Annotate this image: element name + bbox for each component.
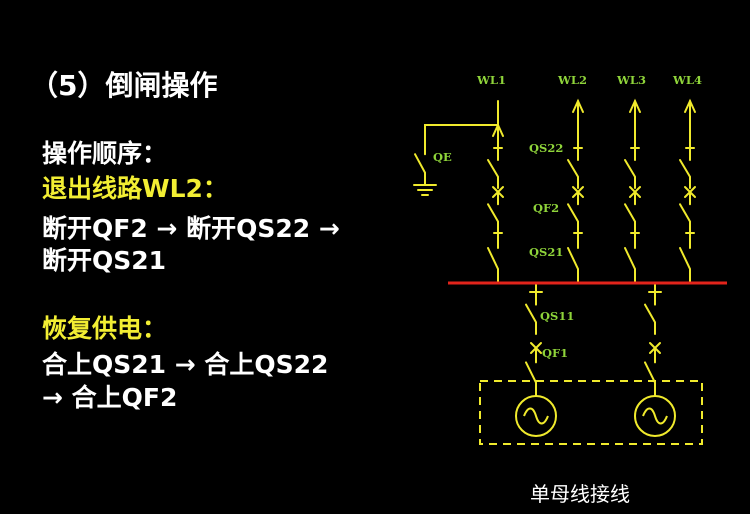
sequence-label: 操作顺序：: [42, 139, 168, 168]
qs21-label: QS21: [529, 245, 563, 259]
restore-steps-line-2: → 合上QF2: [42, 383, 178, 412]
qs11-label: QS11: [540, 309, 574, 323]
outage-label: 退出线路WL2：: [42, 174, 228, 203]
source-breaker-1: [525, 347, 537, 397]
earthing-switch: [414, 140, 426, 186]
breaker-wl4: [679, 191, 691, 234]
source-isolator-1: [525, 291, 537, 335]
earthing-switch-label: QE: [433, 150, 452, 164]
line-isolator-wl3: [624, 147, 636, 189]
restore-label: 恢复供电：: [42, 314, 168, 343]
qf2-label: QF2: [533, 201, 559, 215]
generator-enclosure: [479, 380, 703, 445]
ground-symbol: [413, 184, 437, 196]
bus-isolator-wl3: [624, 232, 636, 284]
feeder-label-wl1: WL1: [476, 73, 506, 87]
qs22-label: QS22: [529, 141, 563, 155]
heading: （5）倒闸操作: [30, 69, 218, 102]
outage-steps-line-1: 断开QF2 → 断开QS22 →: [42, 214, 340, 243]
feeder-label-wl2: WL2: [557, 73, 587, 87]
feeder-label-wl3: WL3: [616, 73, 646, 87]
wiring: [413, 98, 696, 397]
line-isolator-wl4: [679, 147, 691, 189]
breaker-wl3: [624, 191, 636, 234]
feeder-label-wl4: WL4: [672, 73, 702, 87]
bus-isolator-wl1: [487, 232, 499, 284]
line-isolator-wl1: [487, 147, 499, 189]
line-isolator-wl2: [567, 147, 579, 189]
bus-isolator-wl2: [567, 232, 579, 284]
qf1-label: QF1: [542, 346, 568, 360]
source-breaker-2: [644, 347, 656, 397]
outage-steps-line-2: 断开QS21: [42, 246, 167, 275]
breaker-wl2: [567, 191, 579, 234]
generator-1: [515, 395, 557, 437]
bus-isolator-wl4: [679, 232, 691, 284]
restore-steps-line-1: 合上QS21 → 合上QS22: [42, 350, 329, 379]
diagram-caption: 单母线接线: [530, 482, 630, 506]
generator-2: [634, 395, 676, 437]
earthing-switch-connection: [424, 124, 499, 142]
source-isolator-2: [644, 291, 656, 335]
breaker-wl1: [487, 191, 499, 234]
